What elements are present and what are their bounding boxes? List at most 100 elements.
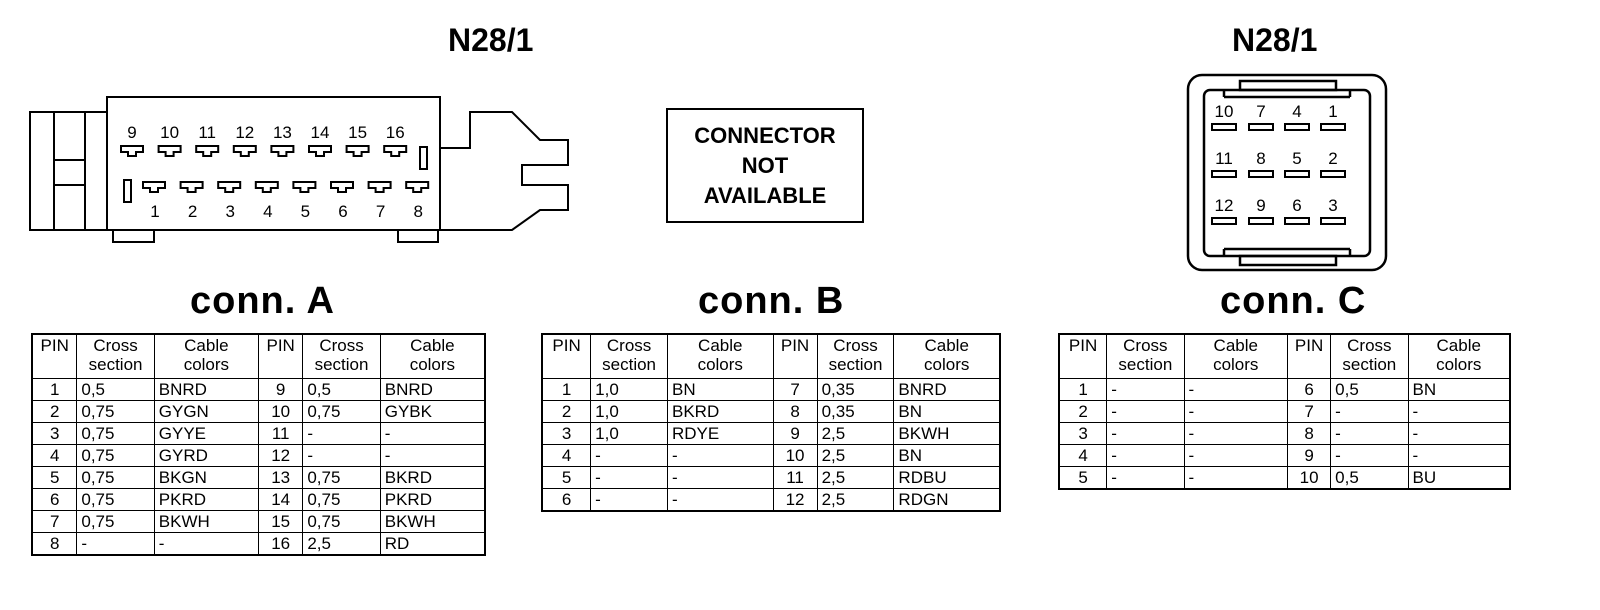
table-cell: 11	[772, 466, 818, 489]
table-cell: 3	[1058, 422, 1108, 445]
pin-slot-c-9	[1248, 217, 1274, 225]
pin-label-16: 16	[386, 123, 405, 142]
table-cell: 1,0	[590, 422, 668, 445]
table-cell: BN	[667, 378, 774, 401]
column-header: PIN	[257, 333, 304, 379]
table-cell: 9	[772, 422, 818, 445]
table-cell: 4	[1058, 444, 1108, 467]
table-cell: BKRD	[379, 466, 486, 489]
table-cell: 1	[541, 378, 592, 401]
table-cell: 1	[1058, 378, 1108, 401]
table-cell: -	[1106, 378, 1185, 401]
table-cell: -	[302, 444, 381, 467]
table-row: 3--8--	[1058, 422, 1511, 445]
table-cell: 5	[31, 466, 78, 489]
pin-label-c-1: 1	[1328, 102, 1337, 121]
table-cell: GYGN	[153, 400, 259, 423]
table-cell: 0,35	[816, 378, 895, 401]
table-cell: BKWH	[379, 510, 486, 533]
pin-label-8: 8	[413, 202, 422, 221]
pin-label-c-4: 4	[1292, 102, 1301, 121]
pin-slot-4	[254, 181, 279, 193]
table-cell: -	[1330, 444, 1409, 467]
pin-label-9: 9	[127, 123, 136, 142]
table-cell: 2,5	[816, 422, 895, 445]
connector-a-body	[106, 96, 441, 231]
connector-left-title: N28/1	[448, 22, 534, 58]
pin-slot-3	[217, 181, 242, 193]
pin-label-15: 15	[348, 123, 367, 142]
table-cell: -	[1106, 444, 1185, 467]
table-cell: -	[667, 488, 774, 512]
pin-label-c-10: 10	[1215, 102, 1234, 121]
table-cell: 0,5	[1330, 378, 1409, 401]
table-cell: 0,5	[1330, 466, 1409, 490]
table-cell: -	[1183, 400, 1288, 423]
table-cell: 16	[257, 532, 304, 556]
pin-label-14: 14	[311, 123, 330, 142]
pin-slot-16	[383, 145, 408, 157]
pin-slot-7	[367, 181, 392, 193]
table-cell: -	[1106, 466, 1185, 490]
table-cell: 6	[541, 488, 592, 512]
pin-label-3: 3	[225, 202, 234, 221]
table-cell: 1,0	[590, 378, 668, 401]
table-b-title: conn. B	[698, 280, 845, 322]
table-cell: 0,75	[76, 510, 155, 533]
table-cell: BNRD	[153, 378, 259, 401]
pin-label-c-2: 2	[1328, 149, 1337, 168]
table-cell: 7	[31, 510, 78, 533]
table-cell: -	[590, 444, 668, 467]
pin-label-12: 12	[235, 123, 254, 142]
table-cell: 15	[257, 510, 304, 533]
table-cell: RD	[379, 532, 486, 556]
column-header: PIN	[541, 333, 592, 379]
pin-label-6: 6	[338, 202, 347, 221]
pin-slot-c-1	[1320, 123, 1346, 131]
pin-slot-c-12	[1211, 217, 1237, 225]
not-available-line-1: CONNECTOR	[694, 123, 836, 148]
table-cell: RDBU	[893, 466, 1001, 489]
pin-slot-1	[142, 181, 166, 193]
table-cell: 0,75	[76, 422, 155, 445]
table-cell: -	[667, 444, 774, 467]
not-available-line-2: NOT	[741, 153, 789, 178]
table-cell: -	[1407, 422, 1511, 445]
pin-label-c-6: 6	[1292, 196, 1301, 215]
table-cell: -	[590, 466, 668, 489]
pin-label-2: 2	[188, 202, 197, 221]
pin-slot-13	[270, 145, 295, 157]
table-cell: -	[1106, 400, 1185, 423]
pin-slot-15	[345, 145, 370, 157]
table-cell: 3	[541, 422, 592, 445]
table-cell: -	[1407, 400, 1511, 423]
table-cell: 0,75	[76, 400, 155, 423]
table-cell: -	[76, 532, 155, 556]
table-cell: GYYE	[153, 422, 259, 445]
table-cell: 13	[257, 466, 304, 489]
table-cell: 2,5	[816, 444, 895, 467]
pin-label-c-3: 3	[1328, 196, 1337, 215]
pin-label-c-8: 8	[1256, 149, 1265, 168]
pin-label-c-11: 11	[1215, 149, 1233, 168]
pin-slot-c-8	[1248, 170, 1274, 178]
